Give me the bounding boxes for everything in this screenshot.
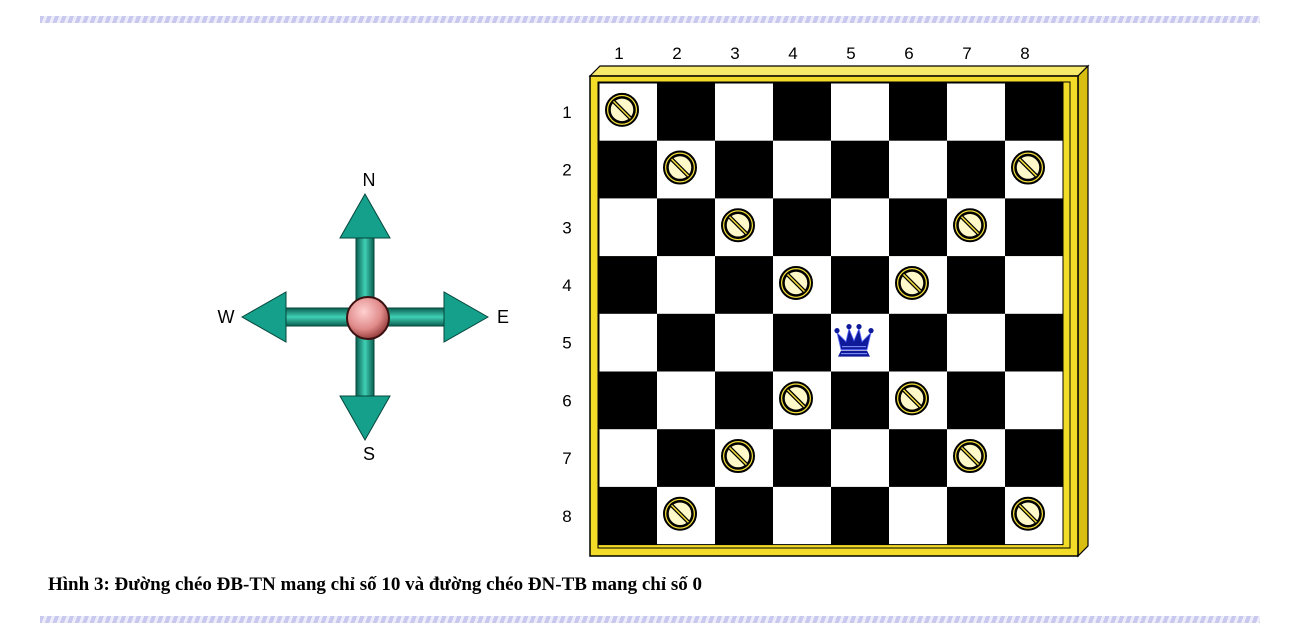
board-square-r6-c5 xyxy=(831,371,890,430)
board-square-r1-c2 xyxy=(657,83,716,141)
board-square-r6-c2 xyxy=(657,371,716,430)
board-square-r4-c7 xyxy=(947,256,1006,315)
south-arrow xyxy=(339,395,391,442)
column-label: 2 xyxy=(672,44,681,63)
top-decorative-rule xyxy=(40,16,1260,23)
prohibited-icon xyxy=(779,381,813,416)
prohibited-icon xyxy=(953,439,987,474)
board-square-r8-c5 xyxy=(831,486,890,545)
board-square-r7-c1 xyxy=(599,429,658,488)
prohibited-icon xyxy=(721,208,755,243)
board-square-r5-c6 xyxy=(889,313,948,372)
board-square-r1-c5 xyxy=(831,83,890,141)
bottom-decorative-rule xyxy=(40,616,1260,623)
west-arrow xyxy=(240,291,287,343)
west-label: W xyxy=(218,307,235,327)
prohibited-icon xyxy=(663,150,697,185)
board-square-r2-c3 xyxy=(715,140,774,199)
board-square-r5-c4 xyxy=(773,313,832,372)
board-square-r7-c4 xyxy=(773,429,832,488)
board-square-r1-c7 xyxy=(947,83,1006,141)
board-square-r1-c3 xyxy=(715,83,774,141)
board-square-r2-c5 xyxy=(831,140,890,199)
board-square-r4-c3 xyxy=(715,256,774,315)
row-label: 1 xyxy=(562,103,571,122)
board-square-r5-c8 xyxy=(1005,313,1064,372)
queen-icon xyxy=(834,324,874,357)
board-square-r7-c8 xyxy=(1005,429,1064,488)
board-square-r1-c6 xyxy=(889,83,948,141)
board-square-r3-c1 xyxy=(599,198,658,257)
column-label: 7 xyxy=(962,44,971,63)
prohibited-icon xyxy=(663,496,697,531)
board-square-r4-c1 xyxy=(599,256,658,315)
board-square-r4-c8 xyxy=(1005,256,1064,315)
row-labels: 1 2 3 4 5 6 7 8 xyxy=(562,103,571,526)
board-squares xyxy=(598,82,1064,546)
row-label: 7 xyxy=(562,449,571,468)
board-square-r1-c8 xyxy=(1005,83,1064,141)
board-square-r3-c2 xyxy=(657,198,716,257)
board-square-r6-c1 xyxy=(599,371,658,430)
board-square-r8-c1 xyxy=(599,486,658,545)
row-label: 2 xyxy=(562,161,571,180)
figure-caption: Hình 3: Đường chéo ĐB-TN mang chỉ số 10 … xyxy=(48,574,703,595)
board-square-r7-c6 xyxy=(889,429,948,488)
prohibited-icon xyxy=(721,439,755,474)
prohibited-icon xyxy=(895,265,929,300)
board-pieces xyxy=(605,92,1045,531)
column-label: 5 xyxy=(846,44,855,63)
row-label: 4 xyxy=(562,276,571,295)
row-label: 5 xyxy=(562,334,571,353)
board-square-r5-c3 xyxy=(715,313,774,372)
row-label: 8 xyxy=(562,507,571,526)
board-square-r7-c5 xyxy=(831,429,890,488)
board-square-r5-c2 xyxy=(657,313,716,372)
board-square-r2-c6 xyxy=(889,140,948,199)
board-square-r6-c7 xyxy=(947,371,1006,430)
board-square-r8-c4 xyxy=(773,486,832,545)
board-square-r2-c1 xyxy=(599,140,658,199)
east-label: E xyxy=(497,307,509,327)
prohibited-icon xyxy=(605,92,639,127)
board-square-r1-c4 xyxy=(773,83,832,141)
board-square-r8-c3 xyxy=(715,486,774,545)
prohibited-icon xyxy=(895,381,929,416)
column-label: 3 xyxy=(730,44,739,63)
board-square-r5-c1 xyxy=(599,313,658,372)
board-square-r3-c6 xyxy=(889,198,948,257)
prohibited-icon xyxy=(953,208,987,243)
south-label: S xyxy=(363,444,375,464)
row-label: 6 xyxy=(562,391,571,410)
prohibited-icon xyxy=(1011,150,1045,185)
board-square-r3-c4 xyxy=(773,198,832,257)
board-square-r4-c5 xyxy=(831,256,890,315)
board-square-r8-c6 xyxy=(889,486,948,545)
board-square-r5-c7 xyxy=(947,313,1006,372)
column-label: 6 xyxy=(904,44,913,63)
board-square-r6-c8 xyxy=(1005,371,1064,430)
east-arrow xyxy=(443,291,490,343)
compass-diagram: N S W E xyxy=(218,170,510,464)
column-label: 8 xyxy=(1020,44,1029,63)
board-square-r8-c7 xyxy=(947,486,1006,545)
board-square-r3-c5 xyxy=(831,198,890,257)
prohibited-icon xyxy=(779,265,813,300)
compass-hub xyxy=(346,296,390,340)
prohibited-icon xyxy=(1011,496,1045,531)
row-label: 3 xyxy=(562,218,571,237)
column-label: 1 xyxy=(614,44,623,63)
north-label: N xyxy=(363,170,376,190)
chess-board-figure: 1 2 3 4 5 6 7 8 1 2 3 4 5 6 7 8 xyxy=(562,44,1090,558)
board-square-r2-c7 xyxy=(947,140,1006,199)
board-square-r6-c3 xyxy=(715,371,774,430)
column-labels: 1 2 3 4 5 6 7 8 xyxy=(614,44,1029,63)
board-square-r2-c4 xyxy=(773,140,832,199)
board-square-r3-c8 xyxy=(1005,198,1064,257)
column-label: 4 xyxy=(788,44,797,63)
board-square-r7-c2 xyxy=(657,429,716,488)
north-arrow xyxy=(339,192,391,239)
board-square-r4-c2 xyxy=(657,256,716,315)
